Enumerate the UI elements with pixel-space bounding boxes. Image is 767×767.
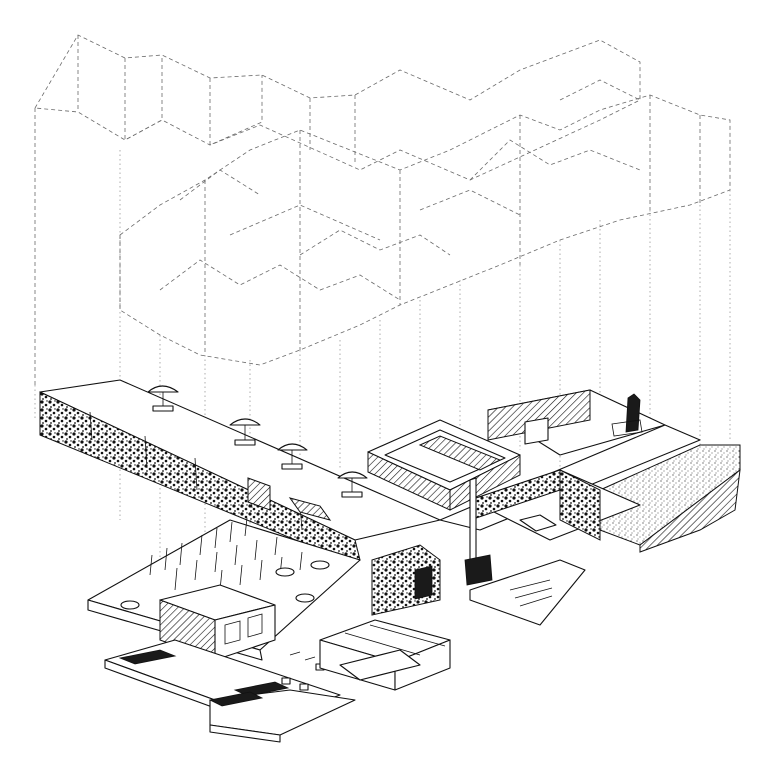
room-block <box>319 619 451 691</box>
sculpture <box>625 393 641 433</box>
lower-courtyard <box>371 469 641 626</box>
terrace-umbrella-4 <box>337 471 368 498</box>
ghost-roof-front-block <box>119 94 731 366</box>
bench-1 <box>118 649 177 665</box>
flue-chimney <box>469 477 477 563</box>
entrance-plaza <box>104 639 356 743</box>
vine-rows <box>149 517 303 591</box>
terrace-umbrella-2 <box>229 418 261 446</box>
garden-pavilion <box>159 584 276 661</box>
bench-3 <box>208 691 264 707</box>
terrace-umbrella-1 <box>147 385 179 412</box>
upper-terrace <box>39 379 441 561</box>
ghost-roof-rear-left <box>34 34 641 181</box>
lower-garden <box>87 517 361 661</box>
ghost-buildings <box>34 34 731 385</box>
walled-courtyard <box>367 419 521 511</box>
right-terrace <box>487 389 666 456</box>
terrace-umbrella-3 <box>277 443 308 470</box>
sand-pit <box>469 559 586 626</box>
